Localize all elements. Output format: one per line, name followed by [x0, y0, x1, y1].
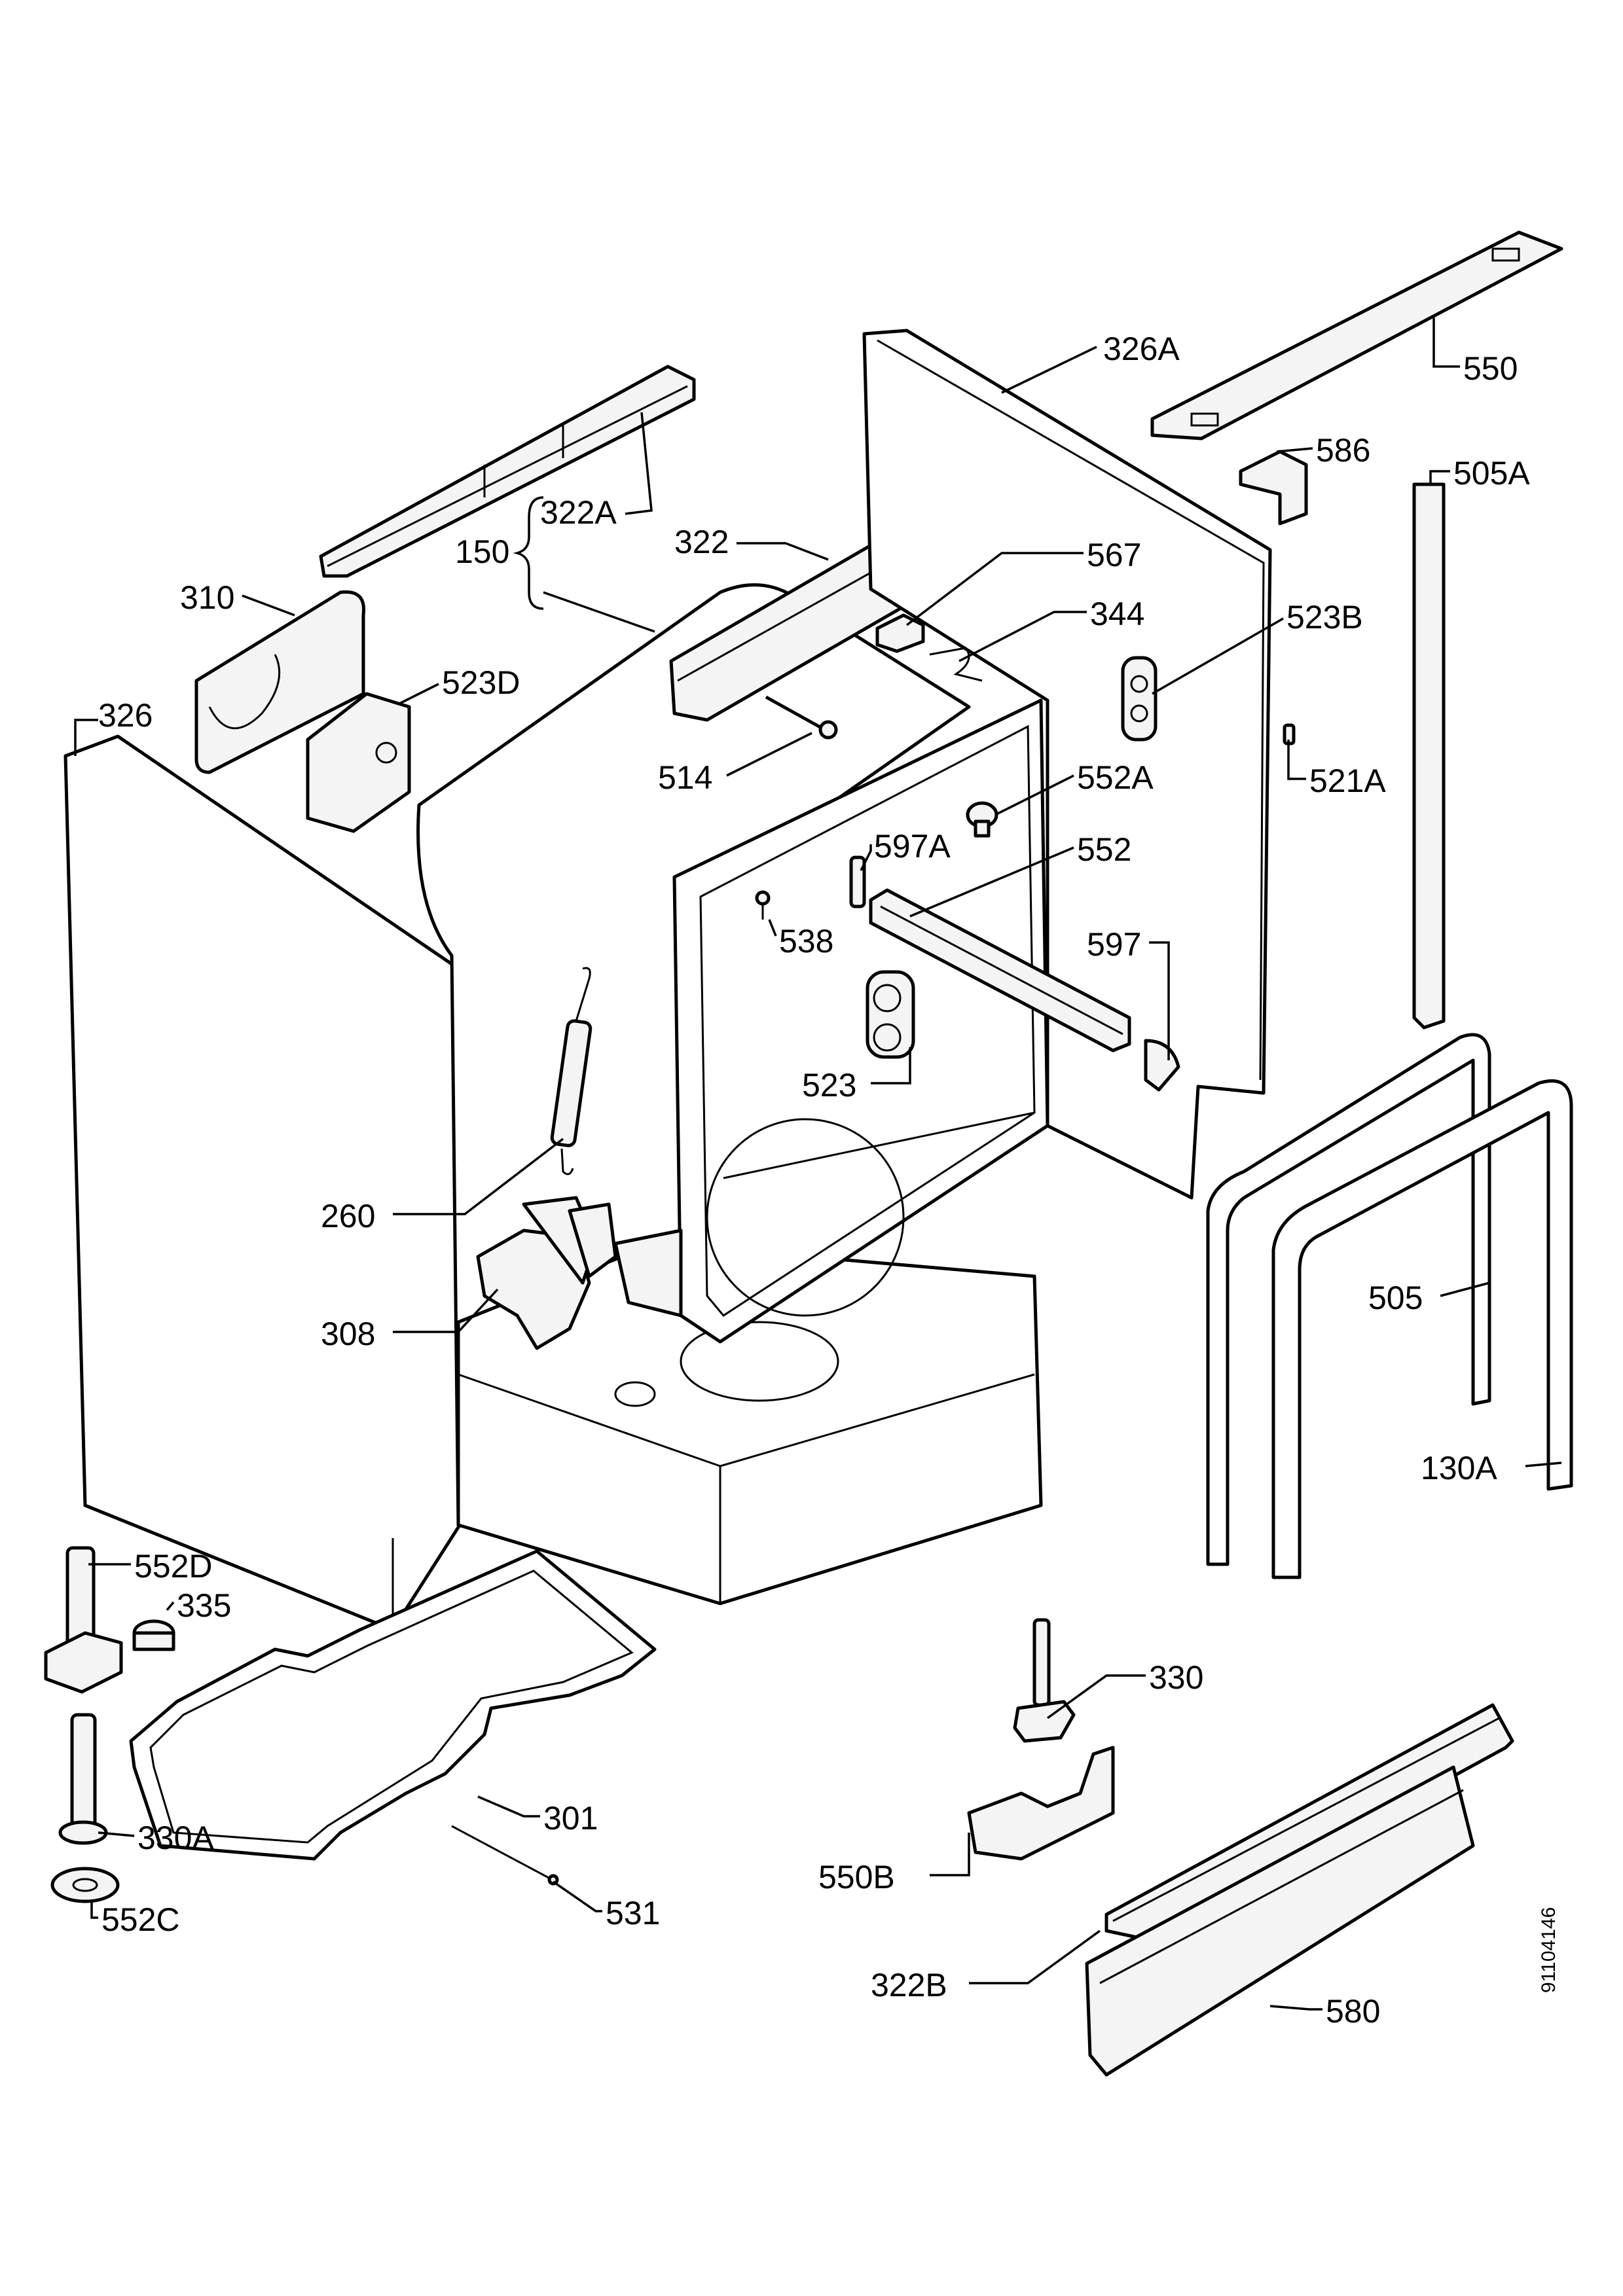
part-523B-bracket	[1121, 656, 1158, 742]
part-552D-foot	[44, 1546, 123, 1694]
part-326-side-panel	[64, 734, 470, 1632]
label-130A: 130A	[1421, 1450, 1497, 1486]
part-597-clip	[1144, 1039, 1180, 1092]
part-308-hinge	[476, 1196, 617, 1350]
label-550B: 550B	[818, 1859, 895, 1895]
label-523: 523	[802, 1067, 856, 1103]
label-552C: 552C	[101, 1901, 180, 1938]
part-597A-latch	[849, 855, 866, 908]
label-523D: 523D	[442, 664, 520, 701]
label-308: 308	[321, 1316, 375, 1352]
part-531-wire	[451, 1825, 559, 1886]
part-567-clip	[875, 613, 925, 653]
part-538-screw	[755, 890, 771, 920]
label-505A: 505A	[1453, 455, 1530, 492]
label-301: 301	[543, 1800, 598, 1837]
part-550B-bracket	[967, 1746, 1115, 1861]
leader-lines	[74, 317, 1562, 2011]
part-514-pin	[765, 695, 838, 740]
label-550: 550	[1463, 350, 1518, 387]
label-322: 322	[674, 524, 729, 560]
label-514: 514	[658, 759, 712, 796]
label-523B: 523B	[1286, 599, 1363, 636]
label-322B: 322B	[871, 1967, 947, 2003]
label-260: 260	[321, 1198, 375, 1234]
label-531: 531	[606, 1895, 660, 1931]
part-552C-pad	[50, 1867, 120, 1903]
label-521A: 521A	[1309, 762, 1386, 799]
label-597A: 597A	[874, 828, 951, 865]
label-326A: 326A	[1103, 331, 1180, 367]
part-322A-rail	[319, 365, 696, 578]
label-552D: 552D	[134, 1548, 213, 1585]
document-number: 91104146	[1538, 1907, 1559, 1993]
part-130A-seal	[1271, 1079, 1573, 1579]
part-552-bar	[869, 888, 1131, 1052]
label-552: 552	[1077, 831, 1131, 868]
part-260-spring	[550, 967, 593, 1175]
part-586-bracket	[1239, 450, 1308, 526]
label-310: 310	[180, 579, 234, 616]
part-344-wire	[929, 647, 983, 682]
label-552A: 552A	[1077, 759, 1154, 796]
label-580: 580	[1326, 1993, 1380, 2030]
part-330-screw	[1013, 1618, 1076, 1743]
part-301-frame	[129, 1549, 657, 1861]
label-330: 330	[1149, 1659, 1203, 1696]
label-150: 150	[455, 533, 509, 570]
label-344: 344	[1090, 596, 1144, 632]
label-586: 586	[1316, 432, 1370, 469]
part-labels: 150 322A 310 523D 326 322 326A 550 586 5…	[98, 331, 1559, 2030]
label-322A: 322A	[540, 494, 617, 531]
part-322B-rail	[1104, 1703, 1514, 1943]
part-tub-front-frame	[613, 698, 1049, 1344]
part-335-nut	[132, 1619, 175, 1651]
part-505-seal	[1206, 1033, 1491, 1566]
part-523-mount	[866, 970, 915, 1059]
part-505A-seal	[1412, 482, 1446, 1030]
label-326: 326	[98, 697, 153, 734]
label-330A: 330A	[137, 1820, 214, 1856]
part-580-rail	[1085, 1765, 1475, 2077]
label-538: 538	[779, 923, 833, 960]
part-330A-screw	[58, 1713, 108, 1845]
part-310-bracket	[194, 590, 366, 774]
part-550-strip	[1150, 230, 1563, 440]
label-597: 597	[1087, 926, 1141, 963]
label-505: 505	[1368, 1280, 1423, 1316]
part-523D-cover	[306, 692, 411, 833]
label-567: 567	[1087, 537, 1141, 573]
label-335: 335	[177, 1587, 231, 1624]
